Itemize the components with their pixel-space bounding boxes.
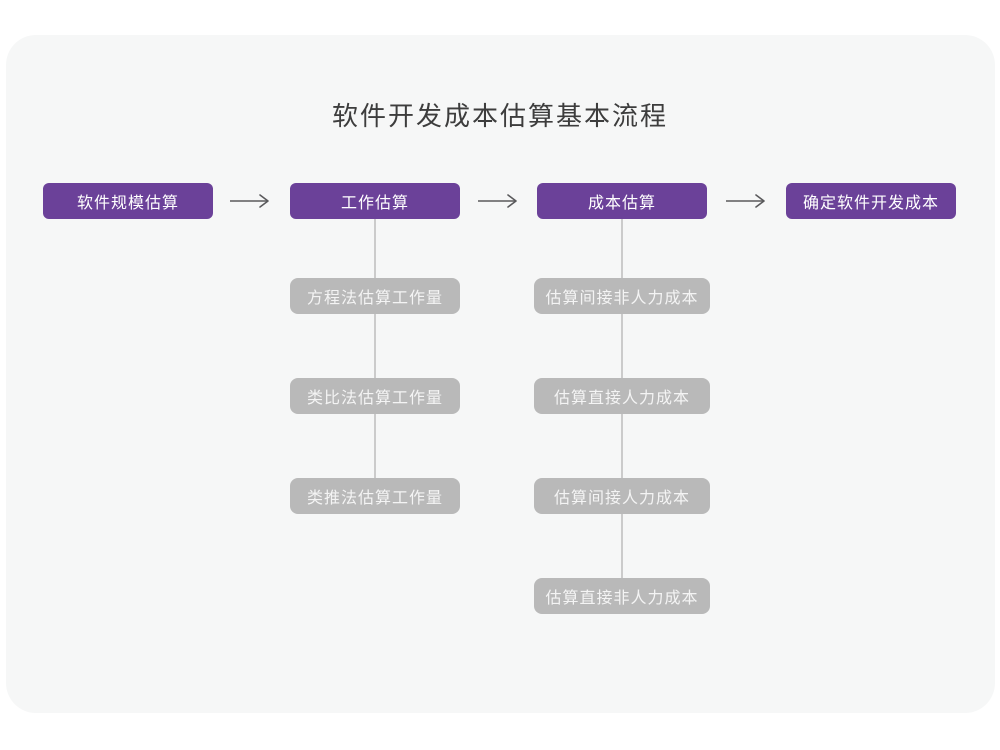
sub-node-label: 类推法估算工作量	[306, 490, 443, 507]
flow-node-determine-software-dev-cost: 确定软件开发成本	[786, 183, 956, 219]
right-arrow-icon	[230, 194, 269, 208]
sub-node-extrapolation-method: 类推法估算工作量	[290, 478, 460, 514]
sub-node-label: 估算间接人力成本	[553, 490, 690, 507]
sub-node-analogy-method: 类比法估算工作量	[290, 378, 460, 414]
right-arrow-icon	[726, 194, 765, 208]
flow-node-software-scale-estimation: 软件规模估算	[43, 183, 213, 219]
sub-node-label: 估算间接非人力成本	[545, 290, 699, 307]
sub-node-equation-method: 方程法估算工作量	[290, 278, 460, 314]
sub-node-label: 类比法估算工作量	[306, 390, 443, 407]
diagram-title: 软件开发成本估算基本流程	[331, 101, 668, 131]
right-arrow-icon	[478, 194, 517, 208]
sub-node-direct-nonlabor-cost: 估算直接非人力成本	[534, 578, 710, 614]
sub-node-label: 方程法估算工作量	[306, 290, 443, 307]
flow-node-work-estimation: 工作估算	[290, 183, 460, 219]
sub-node-label: 估算直接人力成本	[553, 390, 690, 407]
flow-node-label: 工作估算	[340, 195, 409, 212]
sub-node-direct-labor-cost: 估算直接人力成本	[534, 378, 710, 414]
flow-node-label: 软件规模估算	[76, 195, 179, 212]
flow-node-cost-estimation: 成本估算	[537, 183, 707, 219]
sub-node-indirect-labor-cost: 估算间接人力成本	[534, 478, 710, 514]
flow-node-label: 确定软件开发成本	[802, 195, 939, 212]
diagram-card-background	[6, 35, 995, 713]
connector-line-work-estimation	[374, 219, 376, 496]
sub-node-indirect-nonlabor-cost: 估算间接非人力成本	[534, 278, 710, 314]
flow-node-label: 成本估算	[587, 195, 656, 212]
sub-node-label: 估算直接非人力成本	[545, 590, 699, 607]
